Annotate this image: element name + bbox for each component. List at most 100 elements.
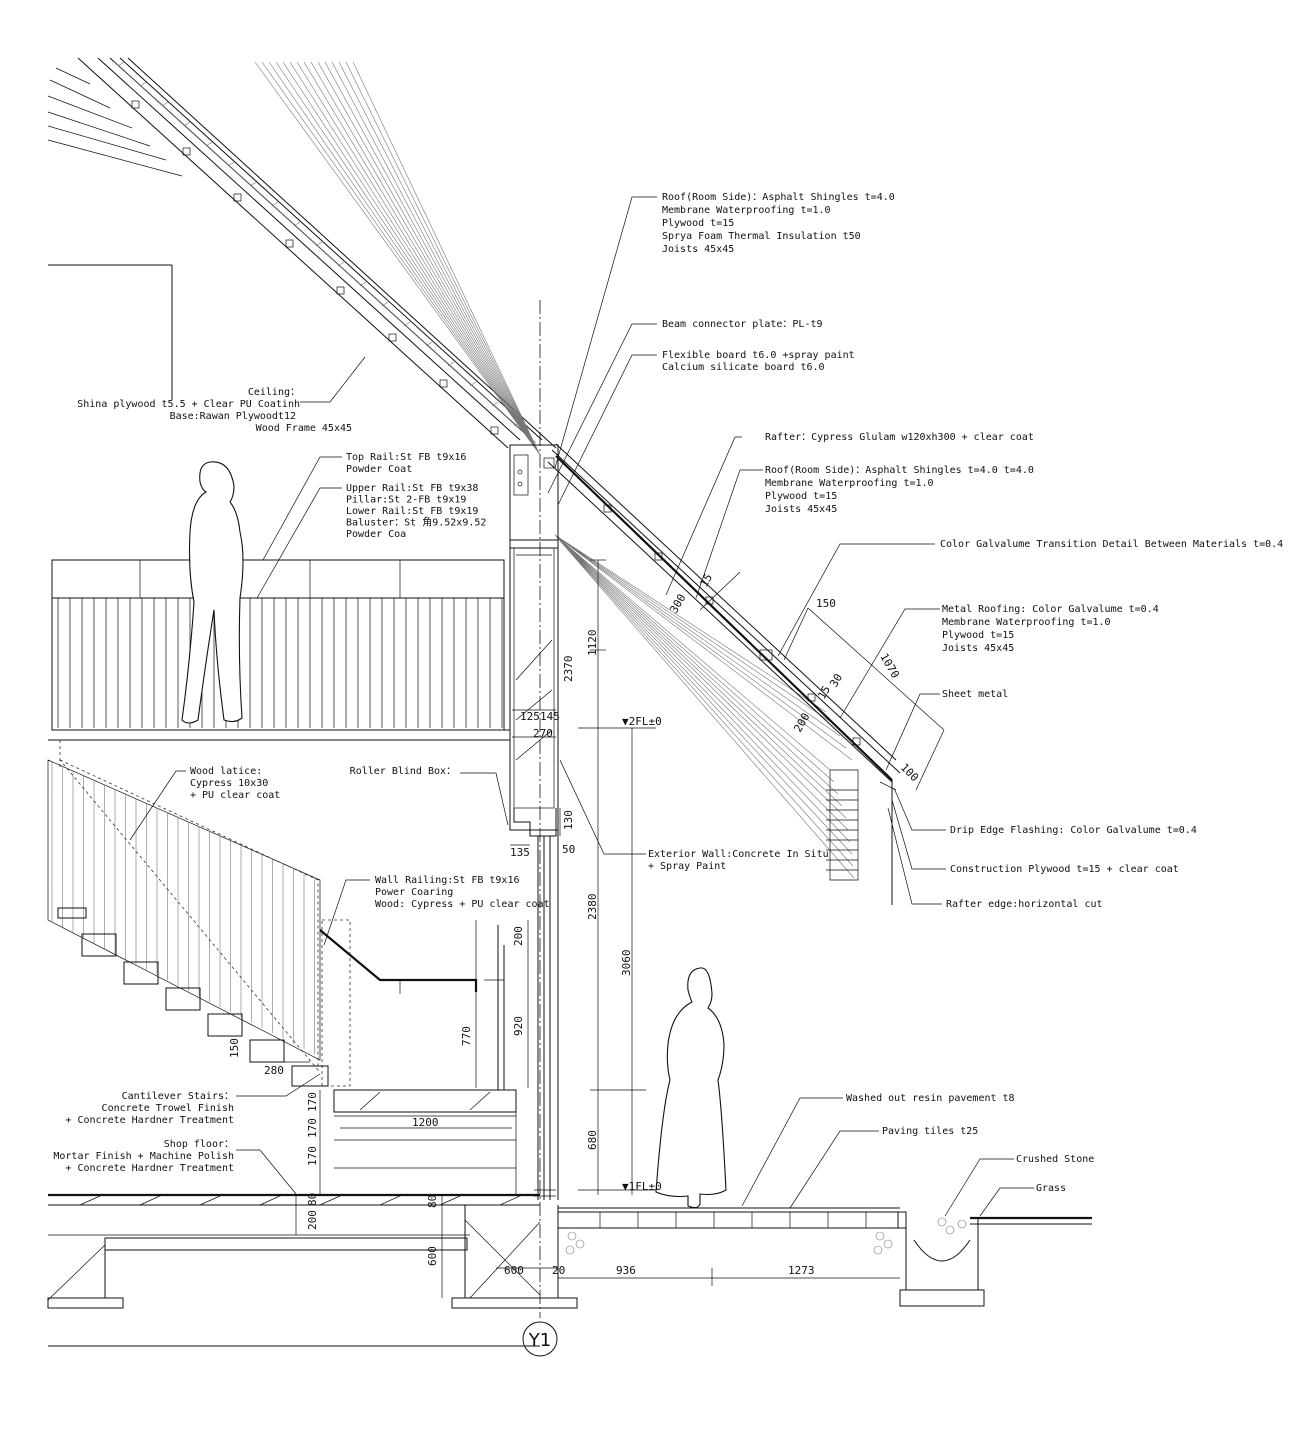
annotation-line: Joists 45x45 <box>765 504 837 515</box>
dim-770: 770 <box>460 1026 473 1046</box>
annotation-line: Roller Blind Box： <box>350 766 456 777</box>
note-sheet-metal: Sheet metal <box>942 689 1008 700</box>
dim-280: 280 <box>264 1064 284 1077</box>
dim-130: 130 <box>562 810 575 830</box>
annotation-line: Sheet metal <box>942 689 1008 700</box>
note-crushed-stone: Crushed Stone <box>1016 1154 1094 1165</box>
annotation-line: Construction Plywood t=15 + clear coat <box>950 864 1179 875</box>
dim-170b: 170 <box>306 1118 319 1138</box>
note-drip-edge: Drip Edge Flashing: Color Galvalume t=0.… <box>950 825 1197 836</box>
note-roller-blind: Roller Blind Box： <box>350 766 456 777</box>
annotation-line: Wood Frame 45x45 <box>256 423 352 434</box>
mezzanine-railing <box>48 264 510 770</box>
dim-50: 50 <box>562 843 575 856</box>
note-color-galvalume: Color Galvalume Transition Detail Betwee… <box>940 539 1283 550</box>
annotation-line: Plywood t=15 <box>942 630 1014 641</box>
dimension-labels: 2370 1120 300 15 150 1070 200 15 30 100 … <box>228 572 921 1277</box>
annotation-line: Shop floor： <box>164 1139 234 1150</box>
dim-125: 125 <box>520 710 540 723</box>
dim-936: 936 <box>616 1264 636 1277</box>
annotation-line: Rafter：Cypress Glulam w120xh300 + clear … <box>765 432 1034 443</box>
annotation-line: Exterior Wall:Concrete In Situ <box>648 849 829 860</box>
annotation-line: Membrane Waterproofing t=1.0 <box>662 205 831 216</box>
exterior-wall-column <box>509 300 559 1318</box>
upper-roof <box>47 57 557 449</box>
dim-2380: 2380 <box>586 894 599 921</box>
annotation-line: Drip Edge Flashing: Color Galvalume t=0.… <box>950 825 1197 836</box>
dim-15b: 15 <box>815 684 833 702</box>
annotation-line: Powder Coat <box>346 464 412 475</box>
note-wood-latice: Wood latice:Cypress 10x30+ PU clear coat <box>190 766 280 801</box>
note-shop-floor: Shop floor：Mortar Finish + Machine Polis… <box>53 1139 234 1174</box>
annotation-line: Crushed Stone <box>1016 1154 1094 1165</box>
annotation-line: Grass <box>1036 1183 1066 1194</box>
annotation-line: Metal Roofing: Color Galvalume t=0.4 <box>942 604 1159 615</box>
note-construction-plywood: Construction Plywood t=15 + clear coat <box>950 864 1179 875</box>
annotation-line: Lower Rail:St FB t9x19 <box>346 506 478 517</box>
dim-680: 680 <box>586 1130 599 1150</box>
note-grass: Grass <box>1036 1183 1066 1194</box>
grid-axis-y1: Y1 <box>522 1321 558 1357</box>
annotation-line: Beam connector plate：PL-t9 <box>662 319 823 330</box>
dim-1070: 1070 <box>877 651 902 680</box>
dimension-lines <box>249 559 900 1298</box>
note-roof-room-side-2: Roof(Room Side)：Asphalt Shingles t=4.0 t… <box>765 465 1034 515</box>
annotation-line: Cypress 10x30 <box>190 778 268 789</box>
annotation-line: Pillar:St 2-FB t9x19 <box>346 495 466 506</box>
note-beam-connector: Beam connector plate：PL-t9 <box>662 319 823 330</box>
dim-200c: 200 <box>306 1210 319 1230</box>
dim-3060: 3060 <box>620 950 633 977</box>
annotation-line: + PU clear coat <box>190 790 280 801</box>
dim-170c: 170 <box>306 1146 319 1166</box>
annotation-line: Color Galvalume Transition Detail Betwee… <box>940 539 1283 550</box>
dim-600h: 600 <box>504 1264 524 1277</box>
annotation-line: Flexible board t6.0 +spray paint <box>662 350 855 361</box>
dim-135: 135 <box>510 846 530 859</box>
dim-1200: 1200 <box>412 1116 439 1129</box>
annotation-line: Roof(Room Side)：Asphalt Shingles t=4.0 <box>662 192 895 203</box>
dim-920: 920 <box>512 1016 525 1036</box>
dim-2370: 2370 <box>562 656 575 683</box>
annotation-line: Power Coaring <box>375 887 453 898</box>
annotation-line: Calcium silicate board t6.0 <box>662 362 825 373</box>
rafter-perspective-lines <box>254 61 859 881</box>
annotation-line: Washed out resin pavement t8 <box>846 1093 1015 1104</box>
note-exterior-wall: Exterior Wall:Concrete In Situ+ Spray Pa… <box>648 849 829 872</box>
dim-270: 270 <box>533 727 553 740</box>
level-2fl: ▼2FL±0 <box>622 715 662 728</box>
dim-150-stair: 150 <box>228 1038 241 1058</box>
annotation-line: Ceiling： <box>248 387 300 398</box>
annotation-line: Baluster：St 角9.52x9.52 <box>346 517 486 529</box>
annotation-line: Wood latice: <box>190 766 262 777</box>
annotation-line: Concrete Trowel Finish <box>102 1103 234 1114</box>
annotation-line: Plywood t=15 <box>662 218 734 229</box>
dim-100: 100 <box>898 761 921 784</box>
leader-lines <box>129 196 1034 1217</box>
annotation-line: + Spray Paint <box>648 861 726 872</box>
annotation-line: Paving tiles t25 <box>882 1126 978 1137</box>
annotation-line: + Concrete Hardner Treatment <box>65 1163 234 1174</box>
dim-15a: 15 <box>697 572 715 590</box>
dim-1273: 1273 <box>788 1264 815 1277</box>
annotation-line: Shina plywood t5.5 + Clear PU Coatinh <box>77 399 300 410</box>
annotation-line: Membrane Waterproofing t=1.0 <box>942 617 1111 628</box>
annotation-line: Mortar Finish + Machine Polish <box>53 1151 234 1162</box>
annotation-line: Cantilever Stairs： <box>122 1091 234 1102</box>
annotation-line: Upper Rail:St FB t9x38 <box>346 483 478 494</box>
annotation-line: Membrane Waterproofing t=1.0 <box>765 478 934 489</box>
annotation-line: Sprya Foam Thermal Insulation t50 <box>662 231 861 242</box>
dim-30: 30 <box>827 672 845 690</box>
grid-axis-label: Y1 <box>528 1330 551 1351</box>
dim-145: 145 <box>540 710 560 723</box>
floor-foundation <box>47 1089 1092 1347</box>
dim-1120: 1120 <box>586 630 599 657</box>
note-ceiling: Ceiling：Shina plywood t5.5 + Clear PU Co… <box>77 387 352 434</box>
dim-300: 300 <box>667 592 688 616</box>
